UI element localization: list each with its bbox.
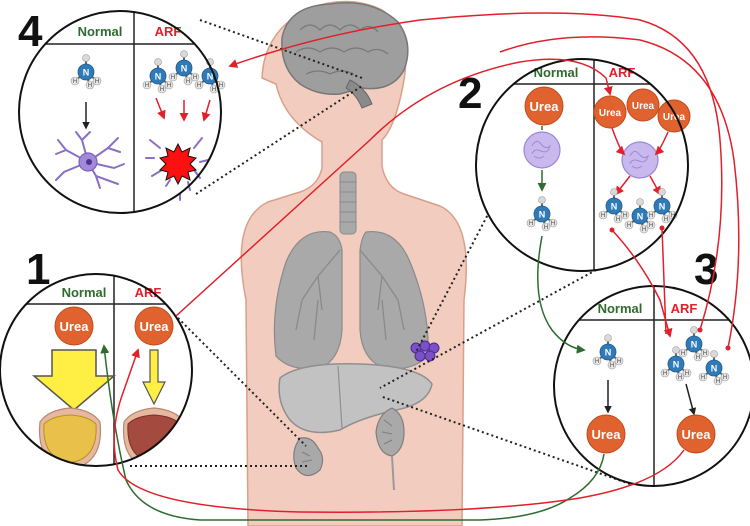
p1-normal-label: Normal — [62, 285, 107, 300]
p2-urea-arf-3: Urea — [657, 99, 691, 133]
urea-label: Urea — [682, 427, 712, 442]
p2-urea-arf-2: Urea — [626, 88, 660, 122]
enzyme-icon — [523, 131, 561, 169]
p4-normal-label: Normal — [78, 24, 123, 39]
p4-arf-label: ARF — [155, 24, 182, 39]
urea-label: Urea — [592, 427, 622, 442]
trachea-icon — [339, 171, 357, 235]
brain-icon — [281, 2, 409, 109]
big-yellow-arrow-icon — [31, 349, 117, 411]
urea-label: Urea — [599, 108, 622, 119]
urea-label: Urea — [140, 319, 170, 334]
p1-arf-label: ARF — [135, 285, 162, 300]
panel-2: Normal ARF Urea Urea Urea Urea — [458, 58, 691, 272]
urea-label: Urea — [530, 99, 560, 114]
pathway-arrows — [100, 12, 740, 521]
bladder-icon — [38, 407, 102, 466]
p3-arf-label: ARF — [671, 301, 698, 316]
p2-urea-arf-1: Urea — [593, 95, 627, 129]
urea-label: Urea — [663, 112, 686, 123]
panel-4-number: 4 — [18, 7, 43, 56]
panel-4: Normal ARF 4 — [18, 7, 226, 214]
p1-urea-normal: Urea — [54, 306, 94, 346]
p3-urea-arf: Urea — [676, 414, 716, 454]
p2-urea-normal: Urea — [524, 86, 564, 126]
lungs-icon — [273, 230, 429, 370]
p2-normal-label: Normal — [534, 65, 579, 80]
panel-2-number: 2 — [458, 69, 482, 118]
panel-3: Normal ARF Urea Urea 3 — [553, 245, 750, 487]
panel-1: Normal ARF Urea Urea 1 — [0, 245, 193, 467]
enzyme-icon — [621, 141, 659, 179]
small-yellow-arrow-icon — [142, 349, 166, 406]
p3-normal-label: Normal — [598, 301, 643, 316]
panel-1-number: 1 — [26, 245, 50, 294]
damaged-neuron-icon — [145, 137, 209, 201]
p1-urea-arf: Urea — [134, 306, 174, 346]
p3-urea-normal: Urea — [586, 414, 626, 454]
burst-icon — [159, 142, 197, 186]
enzyme-cluster-icon — [410, 340, 440, 362]
urea-label: Urea — [632, 101, 655, 112]
urea-label: Urea — [60, 319, 90, 334]
